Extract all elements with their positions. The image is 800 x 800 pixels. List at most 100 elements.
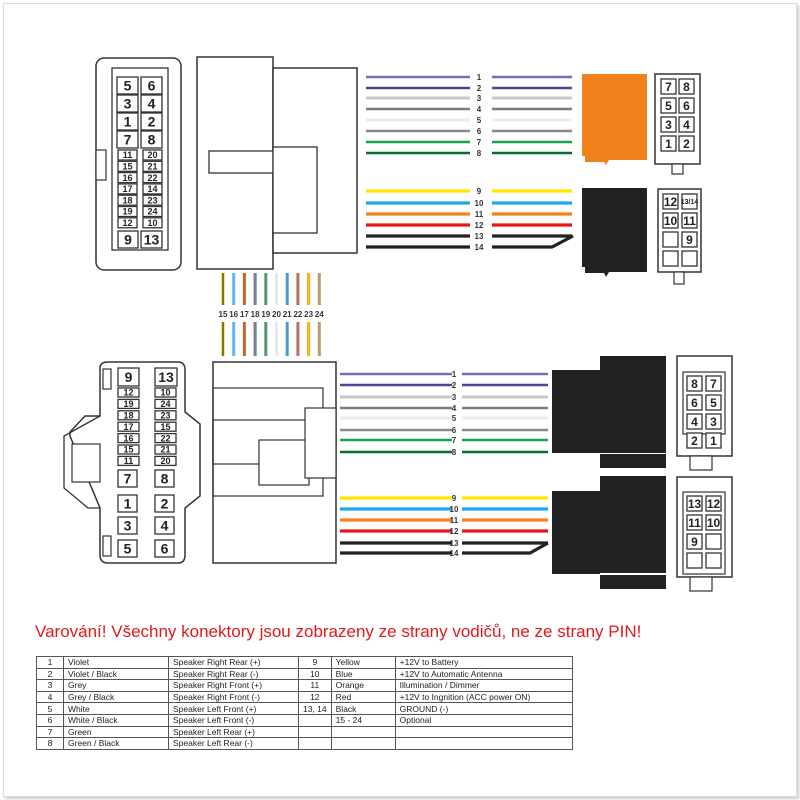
pin-cell	[686, 394, 703, 411]
pin-label: 15	[122, 162, 132, 172]
pin-label: 7	[710, 377, 717, 391]
optional-wire-number: 20	[272, 310, 281, 319]
table-cell: 15 - 24	[330, 713, 396, 727]
optional-wire-number: 16	[229, 310, 238, 319]
table-cell	[330, 737, 396, 750]
pin-cell	[678, 78, 695, 95]
pin-label: 6	[683, 99, 690, 113]
wire-number: 10	[475, 199, 484, 208]
table-cell: 5	[36, 702, 64, 715]
table-cell: 4	[36, 690, 64, 704]
pin-cell	[686, 413, 703, 430]
wire-number: 2	[477, 84, 482, 93]
pin-label: 16	[122, 173, 132, 183]
pin-label: 4	[161, 518, 169, 534]
pin-label: 12	[122, 218, 132, 228]
pin-label: 3	[124, 518, 132, 534]
optional-wire-number: 21	[283, 310, 292, 319]
wire-number: 4	[452, 404, 457, 413]
wire-number: 8	[477, 149, 482, 158]
optional-wire-number: 17	[240, 310, 249, 319]
wire-number: 8	[452, 448, 457, 457]
pin-cell	[117, 469, 138, 488]
pin-cell	[681, 231, 698, 248]
table-cell: Orange	[330, 679, 396, 692]
wire-number: 6	[477, 127, 482, 136]
pin-cell	[686, 375, 703, 392]
warning-text: Varování! Všechny konektory jsou zobraze…	[35, 622, 642, 641]
out-power-block-front	[552, 491, 600, 574]
pin-cell	[681, 212, 698, 229]
out-speaker-tab	[689, 455, 713, 471]
pin-cell	[116, 130, 139, 149]
pin-label: 13	[158, 369, 174, 385]
pin-label: 2	[691, 434, 698, 448]
pin-cell	[154, 398, 177, 410]
pin-cell	[142, 171, 163, 184]
pin-label: 4	[148, 96, 156, 112]
pin-label: 18	[122, 195, 132, 205]
table-cell: White	[63, 702, 169, 715]
pin-label: 21	[160, 445, 170, 455]
pin-label: 16	[123, 433, 133, 443]
pin-label: 6	[691, 396, 698, 410]
pin-label: 19	[122, 207, 132, 217]
pin-cell	[117, 183, 138, 195]
wire-14-right	[492, 234, 574, 249]
pin-cell	[660, 97, 677, 114]
pin-cell	[154, 444, 177, 455]
table-cell	[394, 737, 573, 750]
pin-label: 13/14	[681, 199, 699, 206]
pin-label: 5	[124, 541, 132, 557]
table-cell: White / Black	[63, 713, 169, 727]
wire-14-right	[462, 541, 549, 555]
pin-cell	[686, 533, 703, 550]
table-cell: 3	[36, 679, 64, 692]
pin-cell	[140, 112, 163, 131]
wire-number: 13	[450, 539, 459, 548]
pin-cell	[117, 160, 138, 172]
pin-cell	[154, 410, 177, 421]
out-power-block-base	[600, 575, 666, 589]
pin-cell	[117, 494, 138, 513]
pin-label: 11	[683, 214, 696, 228]
pin-label: 20	[147, 150, 157, 160]
pin-cell	[686, 514, 703, 531]
top-connector-latch	[95, 149, 107, 181]
pin-cell	[117, 387, 140, 398]
table-cell: 1	[36, 656, 64, 669]
iso-power-tab	[673, 271, 685, 285]
table-cell: Speaker Left Front (+)	[168, 702, 299, 715]
table-cell: 7	[36, 725, 64, 739]
table-cell: 11	[298, 679, 332, 692]
pin-label: 22	[147, 173, 157, 183]
table-cell: Speaker Right Rear (+)	[168, 656, 299, 669]
pin-label: 3	[124, 96, 132, 112]
pin-label: 17	[122, 184, 132, 194]
pin-label: 2	[683, 137, 690, 151]
pin-cell	[662, 250, 679, 267]
pin-label: 10	[707, 516, 721, 530]
pin-cell	[154, 494, 175, 513]
wire-number: 3	[452, 393, 457, 402]
table-cell: +12V to Automatic Antenna	[394, 667, 573, 681]
table-cell: Green	[63, 725, 169, 739]
pin-label: 5	[665, 99, 672, 113]
pin-label: 7	[124, 471, 132, 487]
table-cell: Speaker Right Front (+)	[168, 679, 299, 692]
pin-label: 15	[123, 445, 133, 455]
table-cell: Violet	[63, 656, 169, 669]
bottom-connector-key	[102, 535, 112, 557]
pin-label: 5	[124, 78, 132, 94]
wire-number: 3	[477, 94, 482, 103]
pin-label: 10	[160, 388, 170, 398]
pin-cell	[117, 421, 140, 432]
pin-label: 3	[665, 118, 672, 132]
table-cell: +12V to Battery	[394, 656, 573, 669]
